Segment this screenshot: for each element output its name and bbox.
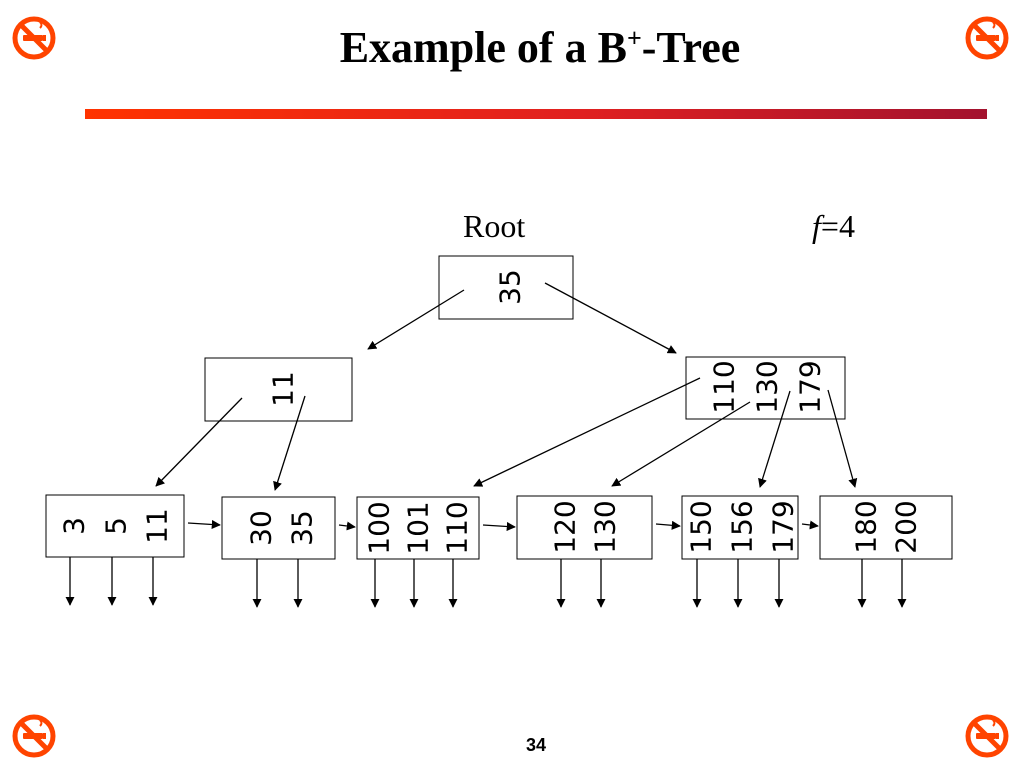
leaf-key: 156 — [726, 500, 759, 553]
fanout-variable: f — [812, 208, 821, 244]
leaf-key: 30 — [245, 510, 278, 546]
title-main: Example of a B — [339, 23, 627, 72]
page-number: 34 — [525, 735, 547, 755]
leaf-node — [681, 495, 799, 560]
leaf-key: 130 — [589, 500, 622, 553]
internal-child-arrow — [611, 401, 751, 487]
leaf-key: 180 — [850, 500, 883, 553]
root-child-arrow — [544, 282, 677, 354]
slide-title: Example of a B+-Tree — [0, 22, 1024, 73]
leaf-sibling-arrow — [338, 521, 356, 531]
leaf-node — [819, 495, 953, 560]
internal-child-arrow — [273, 395, 306, 491]
leaf-key: 11 — [141, 508, 174, 544]
leaf-key: 101 — [402, 501, 435, 554]
internal-child-arrow — [827, 389, 858, 488]
internal-key: 179 — [794, 360, 827, 413]
leaf-key: 3 — [58, 517, 91, 535]
leaf-key: 179 — [767, 500, 800, 553]
title-suffix: -Tree — [641, 23, 741, 72]
leaf-key: 200 — [890, 500, 923, 553]
internal-child-arrow — [155, 397, 243, 487]
root-node — [438, 255, 574, 320]
leaf-node — [516, 495, 653, 560]
leaf-node — [356, 496, 480, 560]
internal-child-arrow — [473, 377, 701, 487]
no-smoking-icon — [12, 714, 56, 758]
internal-node — [685, 356, 846, 420]
fanout-label: f=4 — [812, 208, 855, 245]
leaf-key: 110 — [441, 501, 474, 554]
no-smoking-icon — [965, 714, 1009, 758]
no-smoking-icon — [12, 16, 56, 60]
leaf-node — [45, 494, 185, 558]
root-label: Root — [463, 208, 526, 244]
leaf-sibling-arrow — [655, 520, 681, 530]
fanout-value: =4 — [820, 208, 855, 244]
internal-key: 110 — [708, 360, 741, 413]
internal-key: 11 — [267, 371, 300, 407]
internal-key: 130 — [751, 360, 784, 413]
leaf-key: 100 — [363, 501, 396, 554]
leaf-key: 35 — [286, 510, 319, 546]
leaf-key: 150 — [685, 500, 718, 553]
leaf-sibling-arrow — [801, 520, 819, 530]
leaf-key: 5 — [100, 517, 133, 535]
leaf-sibling-arrow — [187, 519, 221, 530]
internal-child-arrow — [758, 390, 791, 488]
root-child-arrow — [367, 289, 465, 350]
leaf-sibling-arrow — [482, 521, 516, 532]
root-key: 35 — [494, 269, 527, 305]
leaf-key: 120 — [549, 500, 582, 553]
title-superscript: + — [626, 23, 642, 53]
title-divider — [85, 109, 987, 119]
no-smoking-icon — [965, 16, 1009, 60]
leaf-node — [221, 496, 336, 560]
